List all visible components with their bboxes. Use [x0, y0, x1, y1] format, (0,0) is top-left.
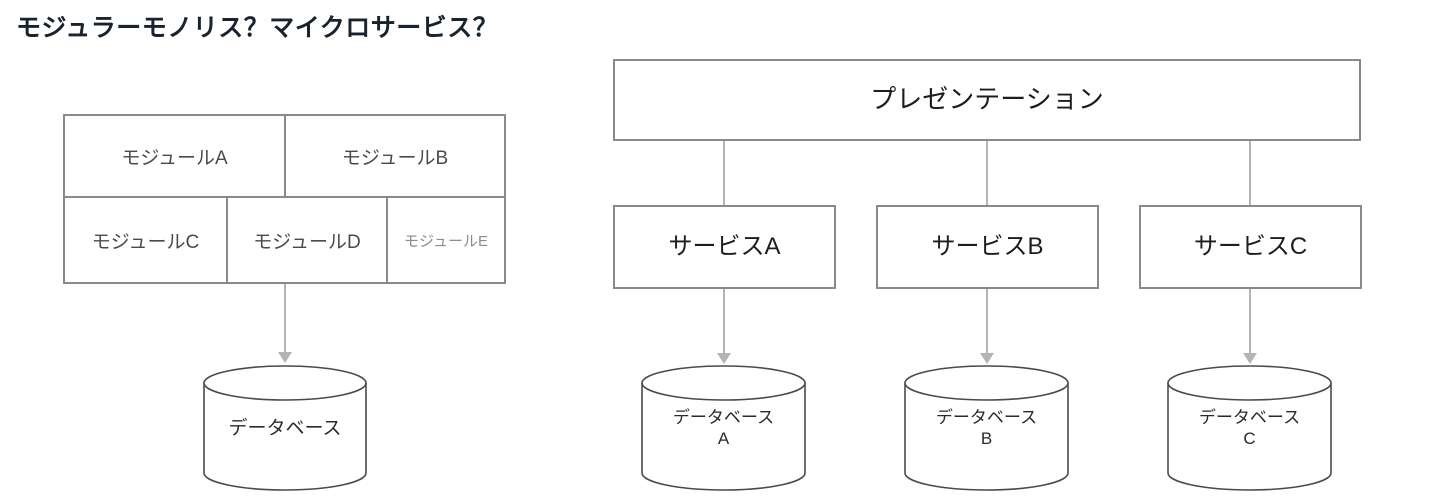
database-label-b: データベース B [935, 408, 1038, 449]
database-label-c: データベース C [1198, 408, 1301, 449]
monolith-divider-de [386, 198, 388, 282]
database-cylinder-a[interactable]: データベース A [641, 365, 806, 491]
module-box-c[interactable]: モジュールC [65, 198, 226, 282]
connector-presentation-to-service-c [1249, 141, 1251, 205]
module-label-c: モジュールC [91, 231, 200, 253]
module-label-e: モジュールE [404, 232, 488, 250]
module-box-e[interactable]: モジュールE [388, 198, 504, 282]
service-label-b: サービスB [931, 233, 1044, 261]
service-box-c[interactable]: サービスC [1139, 205, 1362, 289]
presentation-layer-box[interactable]: プレゼンテーション [613, 59, 1361, 141]
presentation-layer-label: プレゼンテーション [870, 84, 1104, 115]
monolith-row-divider [65, 196, 504, 198]
database-cylinder-monolith[interactable]: データベース [203, 365, 367, 491]
service-box-a[interactable]: サービスA [613, 205, 836, 289]
module-label-b: モジュールB [341, 147, 449, 169]
module-label-a: モジュールA [121, 147, 228, 169]
monolith-divider-cd [226, 198, 228, 282]
database-label-monolith: データベース [228, 418, 342, 439]
page-title: モジュラーモノリス？マイクロサービス？ [16, 14, 499, 42]
connector-service-c-to-database-c [1249, 289, 1251, 355]
module-box-b[interactable]: モジュールB [286, 116, 504, 196]
arrowhead-monolith-to-database [278, 352, 292, 363]
monolith-container: モジュールA モジュールB モジュールC モジュールD モジュールE [63, 114, 506, 284]
database-cylinder-b[interactable]: データベース B [904, 365, 1069, 491]
service-label-a: サービスA [668, 233, 781, 261]
connector-service-b-to-database-b [986, 289, 988, 355]
connector-monolith-to-database [284, 284, 286, 354]
connector-service-a-to-database-a [723, 289, 725, 355]
arrowhead-service-c-to-database-c [1243, 353, 1257, 364]
monolith-divider-ab [284, 116, 286, 196]
connector-presentation-to-service-a [723, 141, 725, 205]
service-box-b[interactable]: サービスB [876, 205, 1099, 289]
database-label-a: データベース A [672, 408, 775, 449]
arrowhead-service-b-to-database-b [980, 353, 994, 364]
database-cylinder-c[interactable]: データベース C [1167, 365, 1332, 491]
module-box-d[interactable]: モジュールD [228, 198, 386, 282]
arrowhead-service-a-to-database-a [717, 353, 731, 364]
module-box-a[interactable]: モジュールA [65, 116, 284, 196]
connector-presentation-to-service-b [986, 141, 988, 205]
service-label-c: サービスC [1193, 233, 1308, 261]
module-label-d: モジュールD [253, 231, 361, 253]
